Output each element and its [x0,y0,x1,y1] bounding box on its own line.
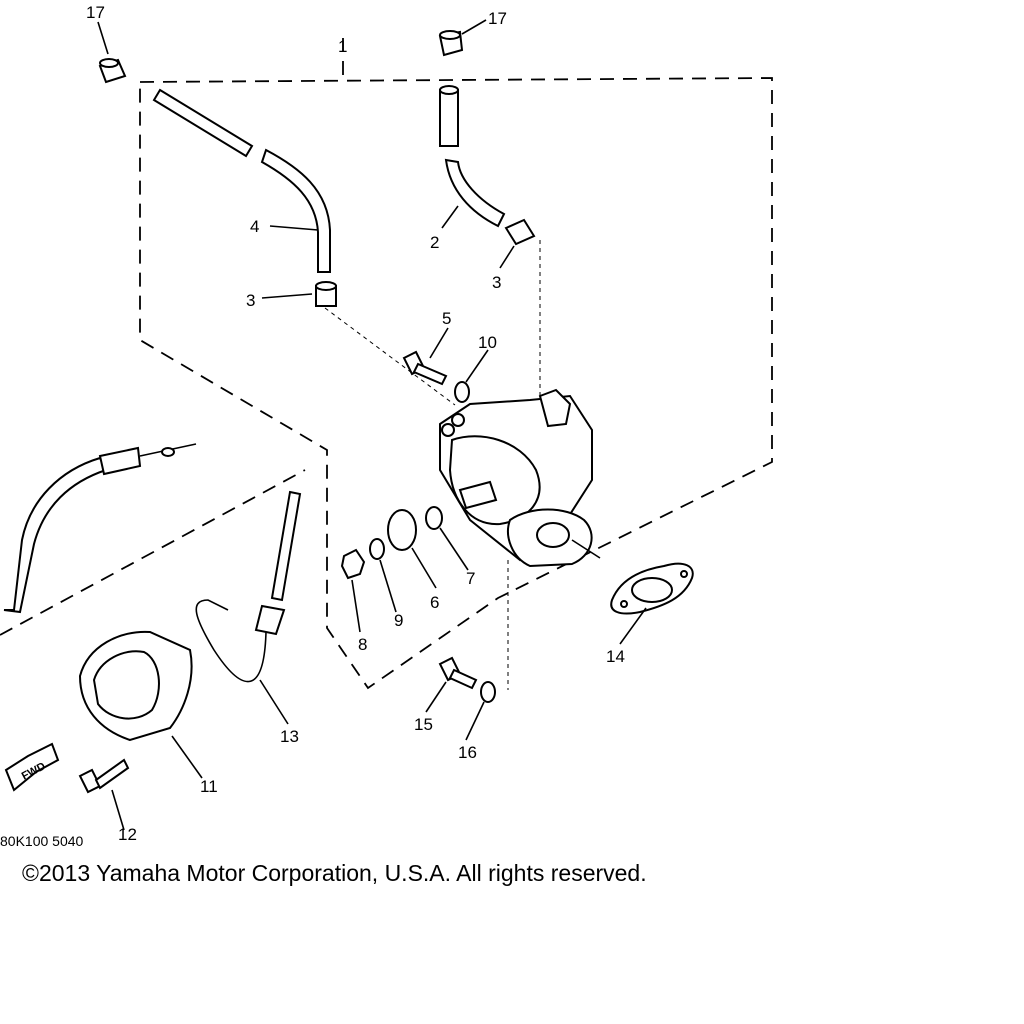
assembly-boundary [0,38,773,690]
copyright-notice: ©2013 Yamaha Motor Corporation, U.S.A. A… [22,860,647,886]
part-10-washer [454,381,470,403]
callout-14: 14 [606,647,625,666]
leader-lines [97,19,647,831]
callout-5: 5 [442,309,451,328]
part-17-cap-right [438,30,464,57]
part-6-plate [387,509,417,551]
part-16-washer [480,681,496,703]
part-15-screw [438,656,478,690]
callout-7: 7 [466,569,475,588]
carburetor-body [439,388,593,568]
part-2-hose [439,85,506,228]
callout-1: 1 [338,37,347,56]
throttle-cable [3,443,197,614]
drawing-code: 80K100 5040 [0,833,84,849]
alignment-lines [324,240,541,690]
part-8-nut [340,548,366,580]
callout-4: 4 [250,217,259,236]
part-11-cover [78,630,193,742]
callout-8: 8 [358,635,367,654]
callout-10: 10 [478,333,497,352]
callout-13: 13 [280,727,299,746]
part-12-screw [78,758,130,794]
callout-3-right: 3 [492,273,501,292]
fwd-arrow-icon: FWD [4,742,60,792]
part-7-washer [425,506,443,530]
part-3-clamp-right [504,218,536,246]
part-4-hose [152,88,331,273]
callout-15: 15 [414,715,433,734]
callout-11: 11 [200,777,218,796]
callout-6: 6 [430,593,439,612]
callout-17-left: 17 [86,3,105,22]
callout-2: 2 [430,233,439,252]
callout-9: 9 [394,611,403,630]
part-9-washer [369,538,385,560]
callout-labels: 1 2 3 3 4 5 6 7 8 9 10 11 12 13 14 15 16… [86,3,625,844]
part-14-gasket [610,562,694,615]
part-13-cable [195,490,302,683]
callout-3-left: 3 [246,291,255,310]
callout-12: 12 [118,825,137,844]
part-3-clamp-left [315,281,337,307]
part-5-screw [402,350,448,386]
part-17-cap-left [98,58,127,84]
callout-17-right: 17 [488,9,507,28]
callout-16: 16 [458,743,477,762]
